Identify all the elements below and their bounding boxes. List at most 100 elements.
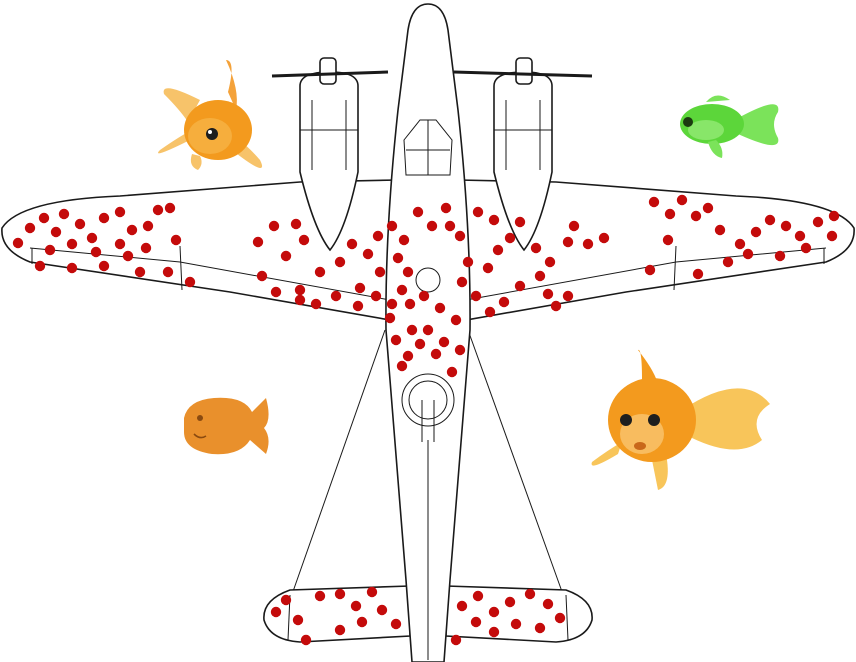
- bullet-hole-dot: [498, 296, 510, 308]
- bullet-hole-dot: [404, 298, 416, 310]
- bullet-hole-dot: [294, 284, 306, 296]
- bullet-hole-dot: [162, 266, 174, 278]
- bullet-hole-dot: [384, 312, 396, 324]
- bullet-hole-dot: [534, 270, 546, 282]
- bullet-hole-dot: [514, 280, 526, 292]
- bullet-hole-dot: [164, 202, 176, 214]
- bullet-hole-dot: [450, 634, 462, 646]
- bullet-hole-dot: [542, 288, 554, 300]
- bullet-hole-dot: [66, 238, 78, 250]
- bullet-hole-dot: [370, 290, 382, 302]
- bullet-hole-dot: [86, 232, 98, 244]
- bullet-hole-dots: [12, 194, 840, 646]
- bullet-hole-dot: [426, 220, 438, 232]
- bullet-hole-dot: [450, 314, 462, 326]
- bullet-hole-dot: [446, 366, 458, 378]
- bullet-hole-dot: [444, 220, 456, 232]
- goldfish-icon: [591, 349, 770, 490]
- bullet-hole-dot: [534, 622, 546, 634]
- bullet-hole-dot: [456, 600, 468, 612]
- bullet-hole-dot: [334, 624, 346, 636]
- bullet-hole-dot: [456, 276, 468, 288]
- bullet-hole-dot: [314, 266, 326, 278]
- right-wing: [457, 179, 855, 321]
- bullet-hole-dot: [390, 618, 402, 630]
- bullet-hole-dot: [270, 286, 282, 298]
- bullet-hole-dot: [504, 596, 516, 608]
- goldfish-icon: [158, 60, 263, 170]
- right-engine: [453, 57, 593, 252]
- left-engine: [271, 57, 389, 252]
- bullet-hole-dot: [396, 360, 408, 372]
- bullet-hole-dot: [414, 338, 426, 350]
- bullet-hole-dot: [12, 237, 24, 249]
- bullet-hole-dot: [402, 350, 414, 362]
- bullet-hole-dot: [38, 212, 50, 224]
- bullet-hole-dot: [780, 220, 792, 232]
- bullet-hole-dot: [362, 248, 374, 260]
- bullet-hole-dot: [530, 242, 542, 254]
- bullet-hole-dot: [422, 324, 434, 336]
- bullet-hole-dot: [44, 244, 56, 256]
- bullet-hole-dot: [470, 290, 482, 302]
- bullet-hole-dot: [418, 290, 430, 302]
- bullet-hole-dot: [34, 260, 46, 272]
- bullet-hole-dot: [310, 298, 322, 310]
- tail-plane: [263, 585, 411, 643]
- bullet-hole-dot: [826, 230, 838, 242]
- bullet-hole-dot: [454, 344, 466, 356]
- bullet-hole-dot: [702, 202, 714, 214]
- bullet-hole-dot: [764, 214, 776, 226]
- bullet-hole-dot: [376, 604, 388, 616]
- goldfish-cracker-icon: [184, 397, 269, 455]
- bullet-hole-dot: [488, 626, 500, 638]
- bullet-hole-dot: [346, 238, 358, 250]
- bullet-hole-dot: [114, 206, 126, 218]
- bullet-hole-dot: [794, 230, 806, 242]
- bullet-hole-dot: [122, 250, 134, 262]
- bullet-hole-dot: [74, 218, 86, 230]
- bullet-hole-dot: [134, 266, 146, 278]
- bullet-hole-dot: [314, 590, 326, 602]
- bullet-hole-dot: [550, 300, 562, 312]
- bullet-hole-dot: [406, 324, 418, 336]
- bullet-hole-dot: [462, 256, 474, 268]
- bullet-hole-dot: [812, 216, 824, 228]
- bullet-hole-dot: [482, 262, 494, 274]
- bullet-hole-dot: [402, 266, 414, 278]
- bullet-hole-dot: [504, 232, 516, 244]
- bullet-hole-dot: [692, 268, 704, 280]
- bullet-hole-dot: [438, 336, 450, 348]
- bullet-hole-dot: [454, 230, 466, 242]
- bullet-hole-dot: [472, 206, 484, 218]
- bullet-hole-dot: [800, 242, 812, 254]
- bullet-hole-dot: [280, 594, 292, 606]
- bullet-hole-dot: [472, 590, 484, 602]
- bullet-hole-dot: [66, 262, 78, 274]
- bullet-hole-dot: [140, 242, 152, 254]
- bullet-hole-dot: [270, 606, 282, 618]
- bullet-hole-dot: [734, 238, 746, 250]
- bullet-hole-dot: [142, 220, 154, 232]
- bullet-hole-dot: [372, 230, 384, 242]
- bullet-hole-dot: [714, 224, 726, 236]
- turret: [401, 373, 455, 427]
- bullet-hole-dot: [392, 252, 404, 264]
- bullet-hole-dot: [544, 256, 556, 268]
- bullet-hole-dot: [470, 616, 482, 628]
- bullet-hole-dot: [430, 348, 442, 360]
- bullet-hole-dot: [582, 238, 594, 250]
- bullet-hole-dot: [396, 284, 408, 296]
- bullet-hole-dot: [98, 212, 110, 224]
- bullet-hole-dot: [354, 282, 366, 294]
- bullet-hole-dot: [676, 194, 688, 206]
- bullet-hole-dot: [828, 210, 840, 222]
- bullet-hole-dot: [514, 216, 526, 228]
- bullet-hole-dot: [386, 298, 398, 310]
- bullet-hole-dot: [300, 634, 312, 646]
- bullet-hole-dot: [170, 234, 182, 246]
- bullet-hole-dot: [440, 202, 452, 214]
- bullet-hole-dot: [334, 256, 346, 268]
- bullet-hole-dot: [750, 226, 762, 238]
